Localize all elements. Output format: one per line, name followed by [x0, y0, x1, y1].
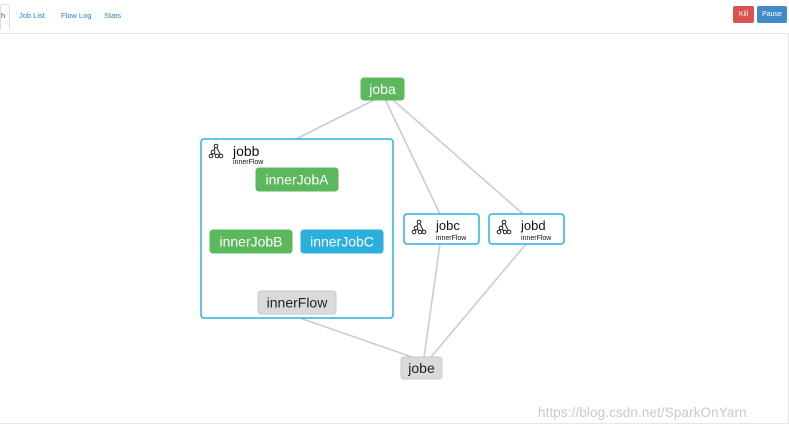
tab-graph-label: h: [1, 11, 6, 20]
flow-node-box: [403, 213, 480, 245]
job-node-label: innerFlow: [267, 295, 329, 311]
watermark-text: https://blog.csdn.net/SparkOnYarn: [538, 405, 747, 420]
node-innerFlow[interactable]: innerFlow: [257, 290, 337, 315]
node-jobd[interactable]: jobd innerFlow: [488, 213, 565, 245]
edge-jobd-to-jobe: [430, 243, 527, 358]
node-innerJobB[interactable]: innerJobB: [209, 229, 293, 254]
tab-stats[interactable]: Stats: [104, 5, 121, 27]
edge-jobc-to-jobe: [423, 243, 441, 358]
flow-node-label: jobd: [520, 218, 546, 233]
flow-node-sublabel: innerFlow: [436, 235, 467, 242]
tab-job-list[interactable]: Job List: [19, 5, 45, 27]
flow-node-box: [488, 213, 565, 245]
kill-button[interactable]: Kill: [733, 6, 754, 23]
job-node-box: [300, 229, 384, 254]
pause-button[interactable]: Pause: [757, 6, 787, 23]
job-node-label: innerJobA: [265, 172, 329, 188]
job-node-label: innerJobB: [219, 234, 282, 250]
tab-bar-divider: [0, 33, 789, 34]
flow-tab-bar: h Job List Flow Log Stats Kill Pause: [0, 0, 789, 33]
flow-node-sublabel: innerFlow: [521, 235, 552, 242]
flow-icon: [496, 219, 512, 235]
flow-node-box: [200, 138, 394, 319]
job-node-label: joba: [368, 81, 396, 97]
edge-joba-to-jobb: [295, 98, 377, 140]
edge-joba-to-jobc: [384, 98, 441, 215]
tab-graph[interactable]: h: [0, 4, 11, 30]
job-node-label: innerJobC: [310, 234, 374, 250]
panel-bottom-border: [0, 423, 789, 424]
tab-flow-log-label: Flow Log: [61, 11, 92, 20]
node-jobe[interactable]: jobe: [400, 356, 443, 380]
node-jobc[interactable]: jobc innerFlow: [403, 213, 480, 245]
job-node-box: [360, 77, 405, 101]
job-node-label: jobe: [407, 360, 435, 376]
flow-node-sublabel: innerFlow: [233, 159, 264, 166]
flow-icon: [208, 143, 224, 159]
flow-node-label: jobc: [435, 218, 460, 233]
flow-icon: [411, 219, 427, 235]
node-innerJobA[interactable]: innerJobA: [255, 167, 339, 192]
tab-stats-label: Stats: [104, 11, 122, 20]
node-joba[interactable]: joba: [360, 77, 405, 101]
node-innerJobC[interactable]: innerJobC: [300, 229, 384, 254]
job-node-box: [209, 229, 293, 254]
edge-joba-to-jobd: [391, 98, 524, 215]
job-node-box: [400, 356, 443, 380]
flow-node-label: jobb: [232, 143, 260, 159]
edge-jobb-to-jobe: [299, 317, 413, 358]
job-node-box: [257, 290, 337, 315]
tab-flow-log[interactable]: Flow Log: [61, 5, 91, 27]
job-node-box: [255, 167, 339, 192]
tab-job-list-label: Job List: [19, 11, 45, 20]
